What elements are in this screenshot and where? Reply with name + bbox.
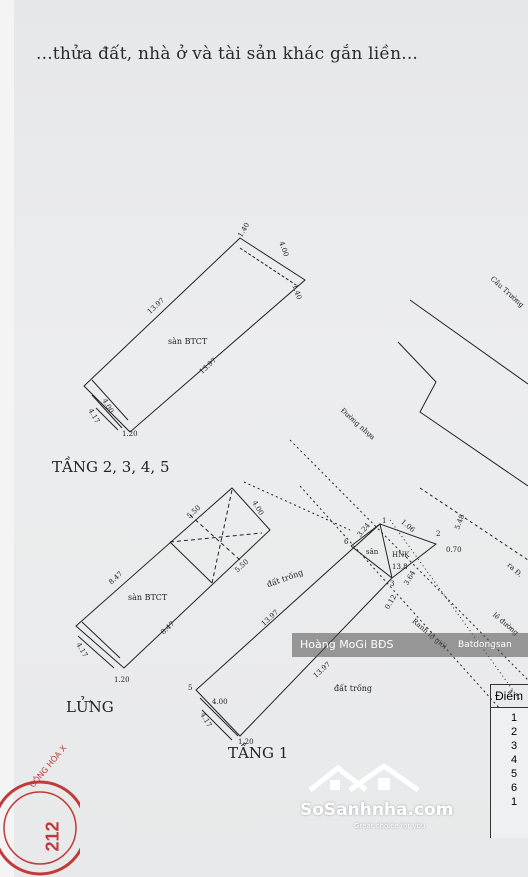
stamp-number: 212 — [42, 821, 63, 852]
point-label: 6 — [344, 538, 349, 546]
watermark-name: Hoàng MoGi BĐS — [300, 638, 394, 651]
dim-label: 1.20 — [238, 738, 254, 746]
point-label: 3 — [390, 580, 395, 588]
table-row: 5 — [511, 768, 518, 780]
page-edge — [0, 0, 14, 877]
mezzanine-slab-label: sàn BTCT — [128, 593, 168, 602]
hnk-area: 13.8 — [392, 563, 408, 571]
point-label: 1 — [382, 517, 387, 525]
house-roof-icon — [308, 762, 420, 793]
dim-label: 0.70 — [446, 546, 462, 554]
upper-floor-outline — [83, 237, 306, 433]
watermark-bar: Hoàng MoGi BĐS Batdongsan — [292, 633, 528, 657]
red-stamp: CỘNG HÒA X 212 — [0, 744, 80, 877]
points-table: Điểm 1 2 3 4 5 6 1 — [490, 684, 528, 838]
upper-floor-title: TẦNG 2, 3, 4, 5 — [52, 458, 170, 476]
point-label: 5 — [188, 684, 193, 692]
mezzanine-outline — [75, 487, 271, 669]
table-row: 4 — [511, 754, 518, 766]
logo-brand: SoSanhnha.com — [300, 800, 454, 820]
sosanhnha-logo: SoSanhnha.com Great choice for you — [290, 760, 453, 835]
dim-label: 4.00 — [212, 698, 228, 706]
logo-tagline: Great choice for you — [354, 822, 426, 830]
stamp-ring-icon — [0, 780, 80, 876]
table-row: 1 — [511, 796, 518, 808]
table-row: 6 — [511, 782, 518, 794]
yard-label: sân — [366, 548, 379, 556]
dim-label: 1.20 — [114, 676, 130, 684]
hnk-label: HNK — [392, 551, 410, 559]
upper-slab-label: sàn BTCT — [168, 337, 208, 346]
table-row: 3 — [511, 740, 518, 752]
document-header: ...thửa đất, nhà ở và tài sản khác gắn l… — [36, 44, 419, 64]
mezzanine-title: LỬNG — [66, 698, 114, 716]
ground-floor-title: TẦNG 1 — [228, 744, 289, 762]
ground-floor-outline — [195, 523, 393, 737]
points-table-header: Điểm — [490, 684, 528, 708]
table-row: 1 — [511, 712, 518, 724]
dim-label: 1.20 — [122, 430, 138, 438]
table-row: 2 — [511, 726, 518, 738]
watermark-site: Batdongsan — [458, 640, 512, 650]
empty-lot-label: đất trống — [334, 684, 372, 693]
point-label: 2 — [436, 530, 441, 538]
